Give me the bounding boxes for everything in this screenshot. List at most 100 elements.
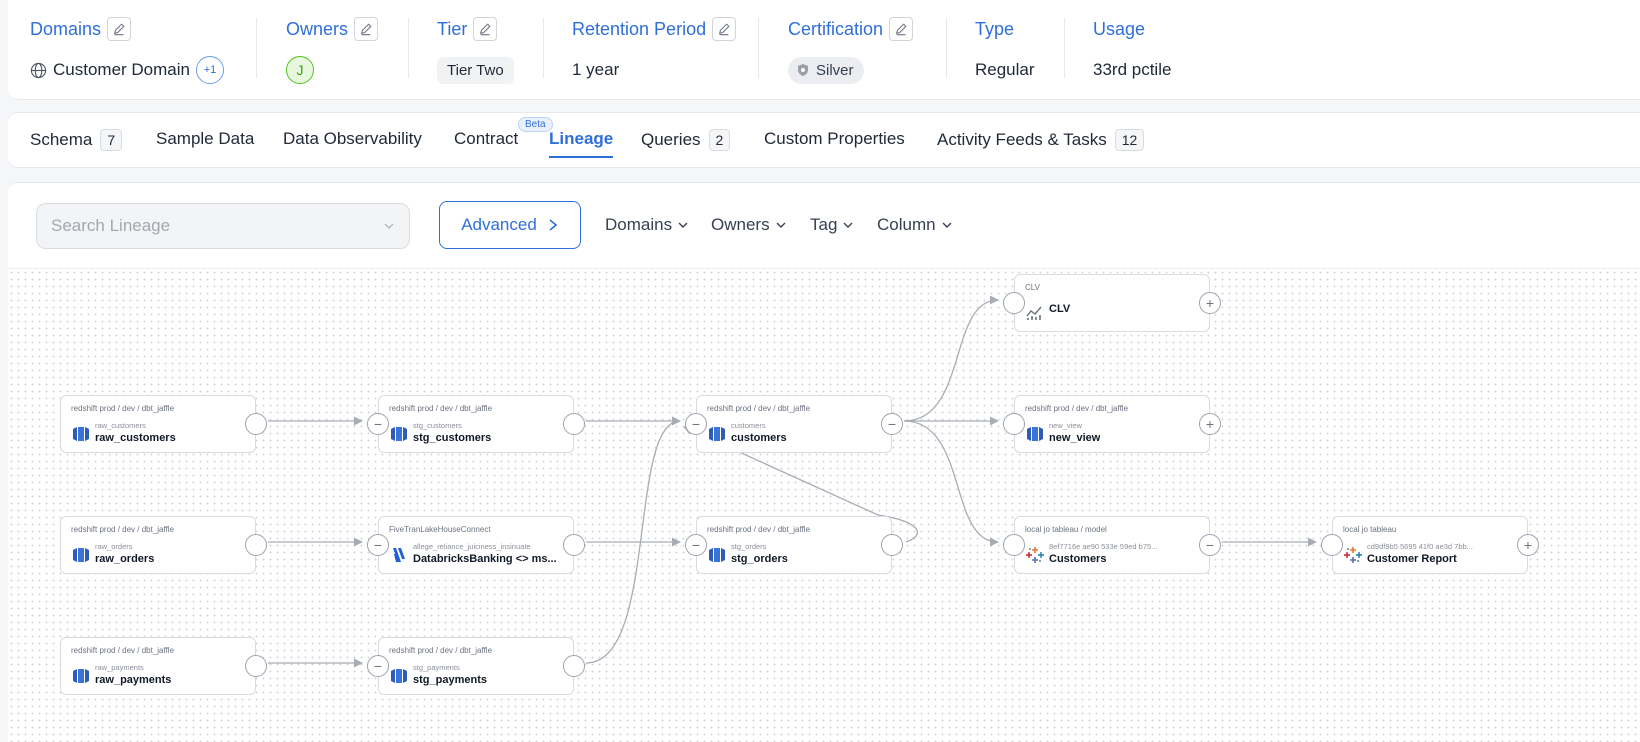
- right-connector-handle[interactable]: [563, 413, 585, 435]
- edit-tier-button[interactable]: [473, 17, 498, 41]
- tab-label: Contract: [454, 129, 519, 148]
- left-connector-handle[interactable]: [1003, 292, 1025, 314]
- left-connector-handle[interactable]: [1003, 413, 1025, 435]
- minus-icon: −: [373, 537, 383, 553]
- advanced-label: Advanced: [461, 215, 537, 234]
- meta-retention: Retention Period 1 year: [572, 14, 737, 84]
- redshift-icon: [389, 424, 409, 444]
- right-expand-handle[interactable]: +: [1199, 292, 1221, 314]
- right-connector-handle[interactable]: [563, 655, 585, 677]
- left-connector-handle[interactable]: [1321, 534, 1343, 556]
- lineage-node-clv[interactable]: CLV CLV: [1014, 274, 1210, 332]
- right-connector-handle[interactable]: [245, 534, 267, 556]
- chevron-down-icon: [776, 222, 786, 228]
- left-collapse-handle[interactable]: −: [367, 534, 389, 556]
- right-connector-handle[interactable]: [881, 534, 903, 556]
- tab-label: Lineage: [549, 129, 614, 148]
- right-connector-handle[interactable]: [563, 534, 585, 556]
- entity-metadata-bar: Domains Customer Domain +1 Owners J Tier…: [8, 0, 1640, 100]
- filter-tag[interactable]: Tag: [810, 215, 854, 235]
- right-connector-handle[interactable]: [245, 413, 267, 435]
- left-collapse-handle[interactable]: −: [685, 413, 707, 435]
- domains-label: Domains: [30, 18, 102, 39]
- fivetran-icon: [389, 545, 409, 565]
- tab-lineage[interactable]: Lineage: [549, 129, 614, 158]
- node-path: redshift prod / dev / dbt_jaffle: [707, 404, 811, 413]
- meta-tier: Tier Tier Two: [437, 14, 514, 84]
- filter-column[interactable]: Column: [877, 215, 953, 235]
- node-path: CLV: [1025, 283, 1040, 292]
- node-fqn: cd9df9b5 5695 41f0 ae3d 7bb...: [1367, 542, 1473, 551]
- domain-value[interactable]: Customer Domain: [53, 60, 190, 79]
- node-name: stg_orders: [731, 553, 788, 565]
- node-name: raw_payments: [95, 674, 172, 686]
- tab-custom-properties[interactable]: Custom Properties: [764, 129, 905, 149]
- right-collapse-handle[interactable]: −: [1199, 534, 1221, 556]
- search-lineage-select[interactable]: [36, 203, 410, 249]
- right-expand-handle[interactable]: +: [1199, 413, 1221, 435]
- chevron-down-icon: [384, 223, 394, 229]
- owner-avatar[interactable]: J: [286, 56, 314, 84]
- certification-value: Silver: [816, 61, 854, 79]
- redshift-icon: [1025, 424, 1045, 444]
- certification-chip[interactable]: Silver: [788, 56, 864, 84]
- metric-icon: [1025, 303, 1045, 323]
- plus-icon: +: [1205, 416, 1215, 432]
- left-collapse-handle[interactable]: −: [367, 413, 389, 435]
- divider: [543, 18, 544, 78]
- lineage-edges: [268, 295, 1317, 668]
- left-collapse-handle[interactable]: −: [685, 534, 707, 556]
- minus-icon: −: [887, 416, 897, 432]
- edit-retention-button[interactable]: [712, 17, 737, 41]
- filter-domains[interactable]: Domains: [605, 215, 689, 235]
- advanced-button[interactable]: Advanced: [439, 201, 581, 249]
- pencil-icon: [113, 23, 125, 36]
- edit-domains-button[interactable]: [107, 17, 132, 41]
- right-connector-handle[interactable]: [245, 655, 267, 677]
- tab-data-observability[interactable]: Data Observability: [283, 129, 422, 149]
- meta-certification: Certification Silver: [788, 14, 914, 84]
- right-expand-handle[interactable]: +: [1517, 534, 1539, 556]
- tab-sample-data[interactable]: Sample Data: [156, 129, 254, 149]
- edit-owners-button[interactable]: [354, 17, 379, 41]
- plus-icon: +: [1205, 295, 1215, 311]
- right-collapse-handle[interactable]: −: [881, 413, 903, 435]
- usage-value: 33rd pctile: [1093, 60, 1172, 79]
- filter-owners[interactable]: Owners: [711, 215, 787, 235]
- left-collapse-handle[interactable]: −: [367, 655, 389, 677]
- filter-label: Domains: [605, 215, 673, 234]
- edge-stg-payments-customers: [585, 416, 681, 664]
- left-connector-handle[interactable]: [1003, 534, 1025, 556]
- chevron-down-icon: [942, 222, 952, 228]
- more-domains-badge[interactable]: +1: [196, 56, 224, 84]
- pencil-icon: [360, 23, 372, 36]
- redshift-icon: [71, 424, 91, 444]
- edit-certification-button[interactable]: [889, 17, 914, 41]
- node-name: CLV: [1049, 303, 1071, 315]
- search-lineage-input[interactable]: [51, 216, 383, 236]
- minus-icon: −: [691, 537, 701, 553]
- tab-label: Sample Data: [156, 129, 255, 148]
- node-fqn: raw_payments: [95, 663, 144, 672]
- divider: [758, 18, 759, 78]
- filter-label: Owners: [711, 215, 770, 234]
- tier-chip[interactable]: Tier Two: [437, 56, 514, 84]
- chevron-right-icon: [549, 219, 558, 231]
